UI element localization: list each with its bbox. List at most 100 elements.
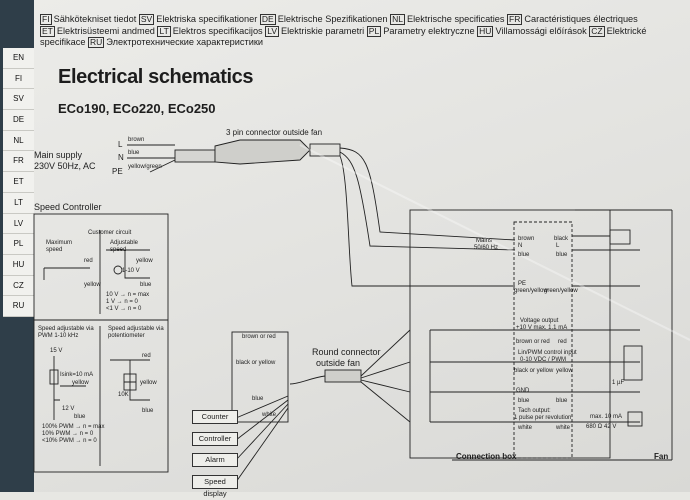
main-supply-line2: 230V 50Hz, AC — [34, 161, 96, 171]
lang-code-sv: SV — [138, 14, 155, 25]
page-title: Electrical schematics — [58, 66, 254, 88]
sidebar-lang-et: ET — [3, 172, 34, 193]
tach-volt: 42 V — [604, 424, 617, 430]
wire-color-l: brown — [128, 137, 145, 143]
panel2-yellow2: yellow — [140, 380, 157, 386]
sidebar-lang-sv: SV — [3, 89, 34, 111]
control-input-line2: 0-10 VDC / PWM — [520, 357, 567, 363]
speed-controller-title: Speed Controller — [34, 202, 102, 212]
tach-line2: 1 pulse per revolution — [514, 415, 572, 421]
lang-text-et: Elektrisüsteemi andmed — [56, 25, 155, 36]
panel2-red: red — [142, 353, 151, 359]
lang-text-de: Elektrische Spezifikationen — [277, 14, 388, 24]
gnd-label: GND — [516, 388, 530, 394]
term-red: red — [558, 339, 567, 345]
lang-text-sv: Elektriska specifikationer — [156, 14, 258, 24]
panel2-pot-title: Speed adjustable via potentiometer — [108, 326, 164, 339]
term-blue4: blue — [556, 398, 568, 404]
lang-text-fi: Sähkötekniset tiedot — [53, 14, 137, 24]
term-n: N — [518, 243, 523, 249]
term-green-yellow2: green/yellow — [544, 288, 578, 294]
lang-text-cz: Elektrické specifikace — [40, 25, 647, 48]
sidebar-lang-lv: LV — [3, 213, 34, 235]
term-brown-red: brown or red — [516, 339, 550, 345]
sidebar-lang-lt: LT — [3, 192, 34, 214]
control-input-line1: Lin/PWM control input — [518, 350, 577, 356]
sidebar-lang-ru: RU — [3, 296, 34, 317]
sidebar-lang-de: DE — [3, 110, 34, 131]
tach-res: 680 Ω — [586, 424, 603, 430]
round-connector-line2: outside fan — [316, 358, 361, 368]
lang-code-et: ET — [40, 25, 55, 37]
lang-code-ru: RU — [88, 37, 105, 49]
sidebar-lang-fi: FI — [3, 68, 34, 90]
lang-code-lv: LV — [265, 25, 279, 37]
wire-color-n: blue — [128, 150, 140, 156]
term-white2: white — [556, 425, 571, 431]
term-green-yellow: green/yellow — [514, 288, 548, 294]
panel1-blue: blue — [140, 282, 152, 288]
lang-text-lt: Elektros specifikacijos — [172, 25, 263, 36]
term-black-yellow: black or yellow — [514, 368, 554, 374]
term-pe: PE — [518, 281, 527, 287]
term-black: black — [554, 236, 569, 242]
voltage-output-line2: +10 V max. 1.1 mA — [516, 325, 568, 331]
panel2-10k: 10K — [118, 392, 129, 398]
term-blue3: blue — [518, 398, 530, 404]
voltage-output-line1: Voltage output — [520, 318, 559, 324]
panel2-pwm-notes: 100% PWM → n = max 10% PWM → n = 0 <10% … — [42, 424, 105, 444]
lang-text-fr: Caractéristiques électriques — [524, 14, 638, 24]
term-l: L — [556, 243, 560, 249]
connector-top-label: 3 pin connector outside fan — [226, 128, 323, 137]
wire-white: white — [262, 412, 277, 418]
capacitor-label: 1 µF — [612, 380, 625, 386]
control-alarm: Alarm — [192, 453, 238, 467]
panel1-yellow-left: yellow — [84, 282, 101, 288]
lang-code-lt: LT — [157, 25, 171, 37]
panel1-yellow: yellow — [136, 258, 153, 264]
tach-max: max. 10 mA — [590, 414, 623, 420]
term-yellow: yellow — [556, 368, 573, 374]
sidebar-lang-cz: CZ — [3, 275, 34, 297]
round-connector-line1: Round connector — [312, 347, 381, 357]
term-blue2: blue — [556, 252, 568, 258]
term-white: white — [518, 425, 533, 431]
panel1-max-speed: Maximum speed — [46, 240, 73, 253]
fan-label: Fan — [654, 452, 669, 461]
panel2-blue: blue — [74, 414, 86, 420]
wire-black-yellow: black or yellow — [236, 360, 276, 366]
panel2-yellow: yellow — [72, 380, 89, 386]
term-brown: brown — [518, 236, 535, 242]
term-blue: blue — [518, 252, 530, 258]
sidebar-lang-fr: FR — [3, 151, 34, 173]
panel2-12v: 12 V — [62, 406, 75, 412]
mains-line2: 50/60 Hz — [474, 245, 499, 251]
sidebar-lang-hu: HU — [3, 254, 34, 276]
lang-code-pl: PL — [366, 25, 382, 37]
wire-pin-l: L — [118, 140, 123, 149]
customer-circuit-label: Customer circuit — [88, 230, 132, 236]
wire-pin-pe: PE — [112, 167, 123, 176]
tach-line1: Tach output: — [518, 408, 551, 414]
wire-brown-red: brown or red — [242, 334, 276, 340]
panel2-15v: 15 V — [50, 348, 63, 354]
connection-box-label: Connection box — [456, 452, 517, 461]
main-supply-line1: Main supply — [34, 150, 83, 160]
mains-line1: Mains — [476, 238, 493, 244]
panel2-pwm-title: Speed adjustable via PWM 1-10 kHz — [38, 326, 94, 339]
lang-text-pl: Parametry elektryczne — [383, 25, 475, 36]
wire-color-pe: yellow/green — [128, 164, 162, 170]
panel2-blue2: blue — [142, 408, 154, 414]
lang-code-de: DE — [259, 14, 276, 25]
lang-code-hu: HU — [477, 25, 494, 37]
sidebar-lang-en: EN — [3, 48, 34, 69]
panel1-adjustable: Adjustable speed — [110, 240, 139, 253]
sidebar-lang-pl: PL — [3, 234, 34, 255]
lang-text-lv: Elektriskie parametri — [281, 25, 365, 36]
panel1-range: 1-10 V — [122, 268, 140, 274]
model-list: ECo190, ECo220, ECo250 — [58, 101, 216, 116]
lang-text-ru: Электротехнические характеристики — [106, 37, 264, 48]
